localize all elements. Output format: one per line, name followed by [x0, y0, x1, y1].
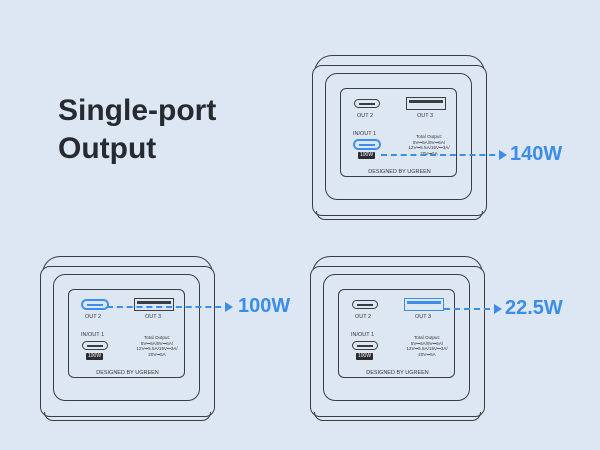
- charger-out2: OUT 2 OUT 3 IN/OUT 1 100W Total Output: …: [40, 256, 215, 421]
- brand-text: DESIGNED BY UGREEN: [368, 169, 431, 175]
- total-output-spec: Total Output: 5V⎓6A/9V⎓6A/ 12V⎓5.5A/15V⎓…: [127, 335, 187, 357]
- spec-line: 12V⎓5.5A/15V⎓3A/: [408, 145, 450, 151]
- usb-c-port-out2: [354, 99, 380, 108]
- total-output-spec: Total Output: 5V⎓6A/9V⎓6A/ 12V⎓5.5A/15V⎓…: [399, 134, 459, 156]
- brand-text: DESIGNED BY UGREEN: [366, 370, 429, 376]
- port-panel: OUT 2 OUT 3 IN/OUT 1 100W Total Output: …: [338, 289, 455, 378]
- spec-line: 12V⎓5.5A/15V⎓3A/: [136, 346, 178, 352]
- arrow-100w: [107, 302, 233, 312]
- title-line-1: Single-port: [58, 94, 217, 127]
- power-badge: 100W: [358, 152, 376, 159]
- usb-c-port-inout1: [354, 140, 380, 149]
- inout1-label: IN/OUT 1: [351, 332, 375, 338]
- output-140w: 140W: [510, 143, 563, 165]
- device-frame: [53, 274, 200, 401]
- inout1-label: IN/OUT 1: [353, 131, 377, 137]
- port-panel: OUT 2 OUT 3 IN/OUT 1 100W Total Output: …: [68, 289, 185, 378]
- power-badge: 100W: [86, 353, 104, 360]
- spec-line: 20V⎓5A: [420, 150, 438, 156]
- charger-inout1: OUT 2 OUT 3 IN/OUT 1 100W Total Output: …: [312, 55, 487, 220]
- spec-line: Total Output:: [143, 335, 171, 340]
- port-panel: OUT 2 OUT 3 IN/OUT 1 100W Total Output: …: [340, 88, 457, 177]
- output-100w: 100W: [238, 295, 291, 317]
- usb-c-port-out2: [82, 300, 108, 309]
- out2-label: OUT 2: [355, 314, 372, 320]
- total-output-spec: Total Output: 5V⎓6A/9V⎓6A/ 12V⎓5.5A/15V⎓…: [397, 335, 457, 357]
- device-foot: [44, 412, 211, 421]
- device-foot: [316, 211, 483, 220]
- spec-line: 12V⎓5.5A/15V⎓3A/: [406, 346, 448, 352]
- arrow-22-5w: [444, 304, 502, 314]
- spec-line: 20V⎓5A: [418, 351, 436, 357]
- page-title: Single-port Output: [58, 92, 216, 168]
- spec-line: 5V⎓6A/9V⎓6A/: [140, 340, 174, 346]
- usb-a-port-out3: [134, 298, 174, 311]
- spec-line: 20V⎓5A: [148, 351, 166, 357]
- spec-line: Total Output:: [415, 134, 443, 139]
- device-frame: [323, 274, 470, 401]
- device-frame: [325, 73, 472, 200]
- out3-label: OUT 3: [145, 314, 162, 320]
- spec-line: 5V⎓6A/9V⎓6A/: [412, 139, 446, 145]
- usb-c-port-inout1: [352, 341, 378, 350]
- spec-line: Total Output:: [413, 335, 441, 340]
- usb-a-port-out3: [406, 97, 446, 110]
- power-badge: 100W: [356, 353, 374, 360]
- usb-c-port-out2: [352, 300, 378, 309]
- inout1-label: IN/OUT 1: [81, 332, 105, 338]
- output-22-5w: 22.5W: [505, 297, 563, 319]
- spec-line: 5V⎓6A/9V⎓6A/: [410, 340, 444, 346]
- title-line-2: Output: [58, 132, 157, 165]
- out3-label: OUT 3: [417, 113, 434, 119]
- out3-label: OUT 3: [415, 314, 432, 320]
- brand-text: DESIGNED BY UGREEN: [96, 370, 159, 376]
- charger-out3: OUT 2 OUT 3 IN/OUT 1 100W Total Output: …: [310, 256, 485, 421]
- arrow-140w: [381, 150, 507, 160]
- out2-label: OUT 2: [357, 113, 374, 119]
- out2-label: OUT 2: [85, 314, 102, 320]
- usb-c-port-inout1: [82, 341, 108, 350]
- usb-a-port-out3: [404, 298, 444, 311]
- device-foot: [314, 412, 481, 421]
